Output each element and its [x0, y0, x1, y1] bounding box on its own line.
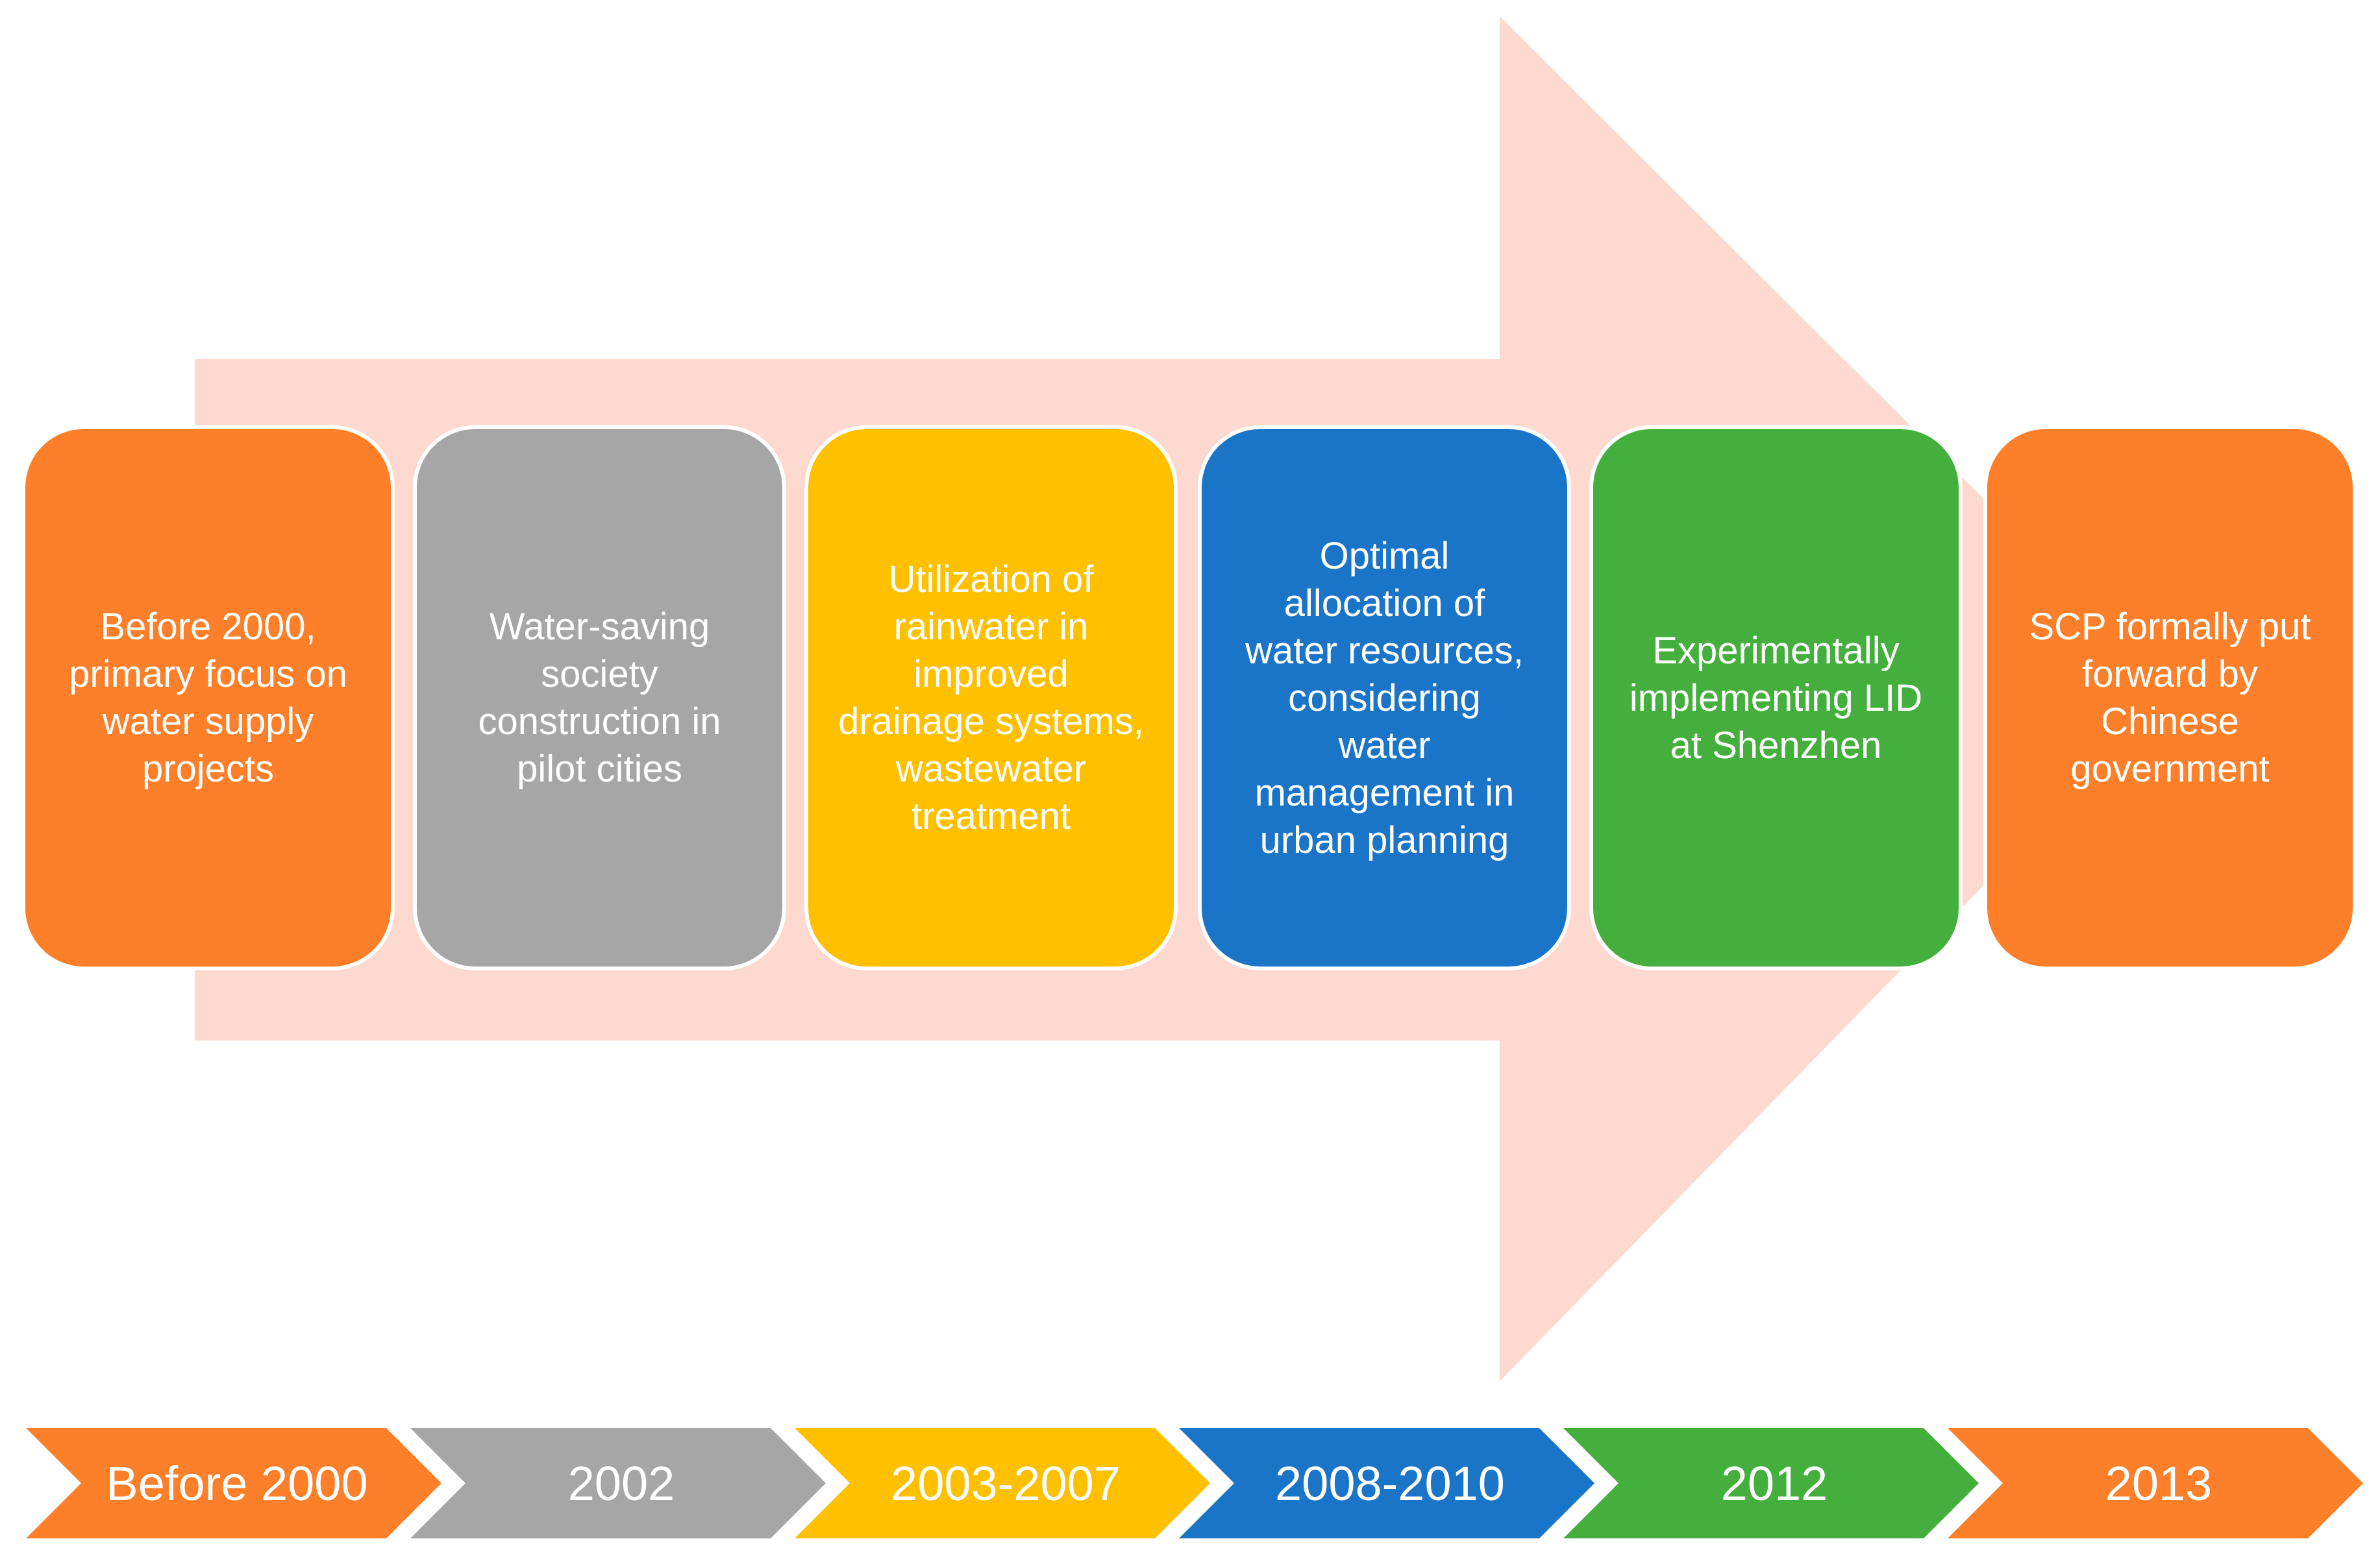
card-2012-text: Experimentally implementing LID at Shenz…: [1629, 629, 1923, 767]
card-2002: Water-saving society construction in pil…: [413, 425, 786, 970]
chevron-label-2003-2007: 2003-2007: [891, 1456, 1121, 1510]
card-before-2000: Before 2000, primary focus on water supp…: [21, 425, 395, 970]
chevron-2013: [1948, 1428, 2363, 1538]
card-before-2000-text: Before 2000, primary focus on water supp…: [69, 606, 347, 790]
chevron-2003-2007: [795, 1428, 1210, 1538]
card-2008-2010: Optimal allocation of water resources, c…: [1198, 425, 1571, 970]
chevron-label-2013: 2013: [2105, 1456, 2213, 1510]
card-2013: SCP formally put forward by Chinese gove…: [1983, 425, 2357, 970]
background-arrow-shape: [195, 16, 2175, 1381]
card-2002-text: Water-saving society construction in pil…: [478, 606, 721, 790]
chevron-label-2008-2010: 2008-2010: [1275, 1456, 1505, 1510]
chevron-2012: [1563, 1428, 1979, 1538]
chevron-2002: [410, 1428, 826, 1538]
card-2012: Experimentally implementing LID at Shenz…: [1589, 425, 1963, 970]
card-2003-2007: Utilization of rainwater in improved dra…: [804, 425, 1178, 970]
chevron-label-2012: 2012: [1720, 1456, 1828, 1510]
chevron-before-2000: [26, 1428, 441, 1538]
chevron-2008-2010: [1179, 1428, 1594, 1538]
chevron-label-before-2000: Before 2000: [106, 1456, 368, 1510]
chevron-label-2002: 2002: [567, 1456, 675, 1510]
card-2003-2007-text: Utilization of rainwater in improved dra…: [838, 558, 1144, 837]
card-2013-text: SCP formally put forward by Chinese gove…: [2029, 606, 2311, 790]
card-2008-2010-text: Optimal allocation of water resources, c…: [1245, 534, 1524, 861]
